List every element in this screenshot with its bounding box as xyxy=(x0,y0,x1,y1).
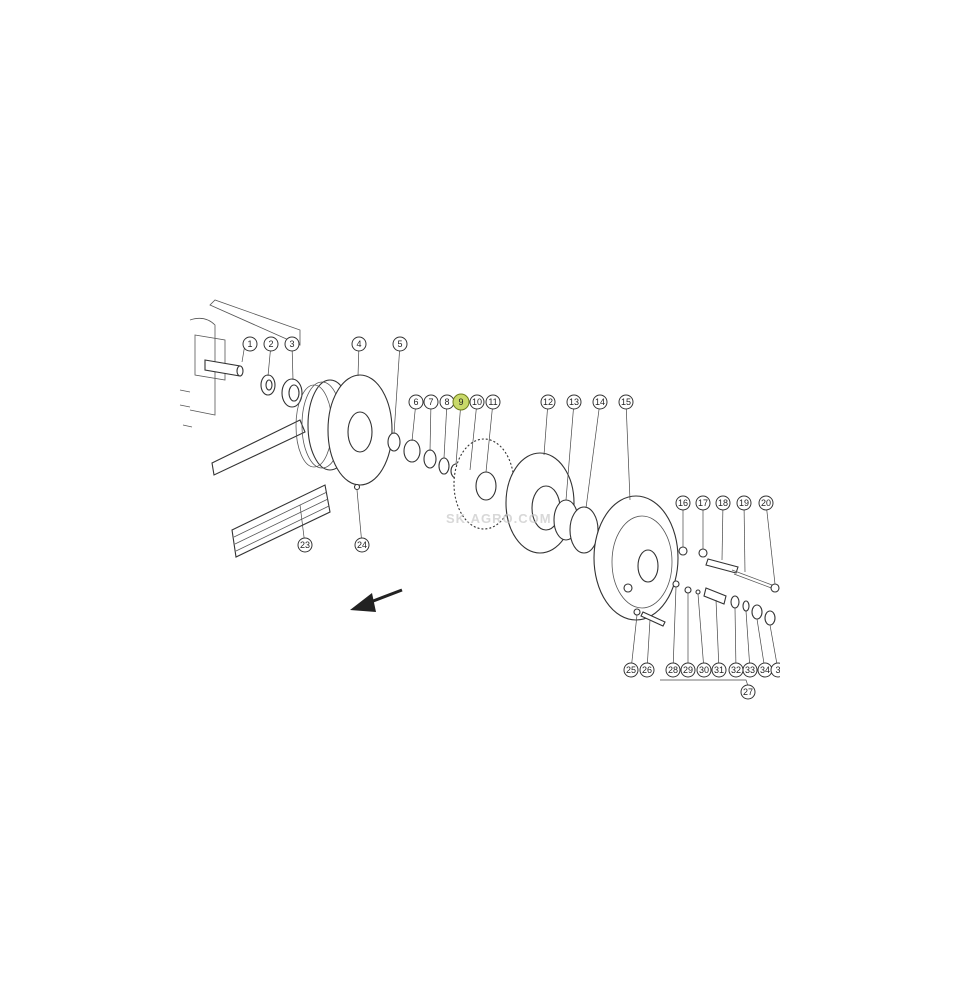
svg-text:9: 9 xyxy=(458,397,463,407)
callout-7: 7 xyxy=(423,394,439,410)
callout-27: 27 xyxy=(740,684,756,700)
leader-lines xyxy=(241,343,779,687)
svg-text:23: 23 xyxy=(300,540,310,550)
callout-8: 8 xyxy=(439,394,455,410)
svg-text:11: 11 xyxy=(488,397,497,407)
svg-text:32: 32 xyxy=(731,665,741,675)
direction-arrow-icon xyxy=(350,588,403,612)
svg-text:15: 15 xyxy=(621,397,631,407)
callout-17: 17 xyxy=(695,495,711,511)
svg-text:3: 3 xyxy=(289,339,294,349)
svg-text:30: 30 xyxy=(699,665,709,675)
callout-16: 16 xyxy=(675,495,691,511)
part-23-belt xyxy=(211,419,331,558)
callout-2: 2 xyxy=(263,336,279,352)
callout-4: 4 xyxy=(351,336,367,352)
svg-text:10: 10 xyxy=(472,397,482,407)
callout-26: 26 xyxy=(639,662,655,678)
callout-29: 29 xyxy=(680,662,696,678)
svg-text:19: 19 xyxy=(739,498,749,508)
callout-12: 12 xyxy=(540,394,556,410)
callout-20: 20 xyxy=(758,495,774,511)
parts-5-8-rings xyxy=(387,432,462,479)
callout-11: 11 xyxy=(485,394,501,410)
svg-text:3: 3 xyxy=(775,665,780,675)
svg-text:24: 24 xyxy=(357,540,367,550)
parts-25-35-fittings xyxy=(633,580,776,627)
svg-text:20: 20 xyxy=(761,498,771,508)
machine-housing xyxy=(179,299,301,428)
callout-6: 6 xyxy=(408,394,424,410)
callout-1: 1 xyxy=(242,336,258,352)
callout-14: 14 xyxy=(592,394,608,410)
crop-mask xyxy=(780,300,968,720)
svg-text:34: 34 xyxy=(760,665,770,675)
part-4-pulley xyxy=(295,374,393,491)
callout-33: 33 xyxy=(742,662,758,678)
svg-text:13: 13 xyxy=(569,397,579,407)
svg-text:12: 12 xyxy=(543,397,553,407)
svg-text:26: 26 xyxy=(642,665,652,675)
callout-15: 15 xyxy=(618,394,634,410)
callout-23: 23 xyxy=(297,537,313,553)
svg-text:18: 18 xyxy=(718,498,728,508)
callout-24: 24 xyxy=(354,537,370,553)
svg-text:25: 25 xyxy=(626,665,636,675)
svg-text:28: 28 xyxy=(668,665,678,675)
svg-text:4: 4 xyxy=(356,339,361,349)
svg-text:27: 27 xyxy=(743,687,753,697)
callout-28: 28 xyxy=(665,662,681,678)
callout-30: 30 xyxy=(696,662,712,678)
part-15-housing-cover xyxy=(593,495,679,621)
svg-text:2: 2 xyxy=(268,339,273,349)
part-3-bearing xyxy=(281,378,303,408)
svg-text:16: 16 xyxy=(678,498,688,508)
callout-13: 13 xyxy=(566,394,582,410)
callout-31: 31 xyxy=(711,662,727,678)
svg-text:17: 17 xyxy=(698,498,708,508)
callout-32: 32 xyxy=(728,662,744,678)
callout-3: 3 xyxy=(284,336,300,352)
svg-text:33: 33 xyxy=(745,665,755,675)
svg-text:8: 8 xyxy=(444,397,449,407)
svg-text:29: 29 xyxy=(683,665,693,675)
watermark-text: SK.AGRO.COM xyxy=(446,511,552,526)
callout-34: 34 xyxy=(757,662,773,678)
callout-10: 10 xyxy=(469,394,485,410)
svg-text:31: 31 xyxy=(714,665,724,675)
callout-5: 5 xyxy=(392,336,408,352)
svg-text:14: 14 xyxy=(595,397,605,407)
part-1-shaft xyxy=(204,359,244,377)
svg-text:7: 7 xyxy=(428,397,433,407)
callout-9-highlighted: 9 xyxy=(452,393,470,411)
svg-text:5: 5 xyxy=(397,339,402,349)
svg-text:6: 6 xyxy=(413,397,418,407)
svg-text:1: 1 xyxy=(247,339,252,349)
callout-19: 19 xyxy=(736,495,752,511)
callout-18: 18 xyxy=(715,495,731,511)
parts-16-20-valve xyxy=(678,546,780,593)
part-2-seal xyxy=(260,374,276,396)
parts-13-14-seals xyxy=(553,499,599,554)
callout-25: 25 xyxy=(623,662,639,678)
